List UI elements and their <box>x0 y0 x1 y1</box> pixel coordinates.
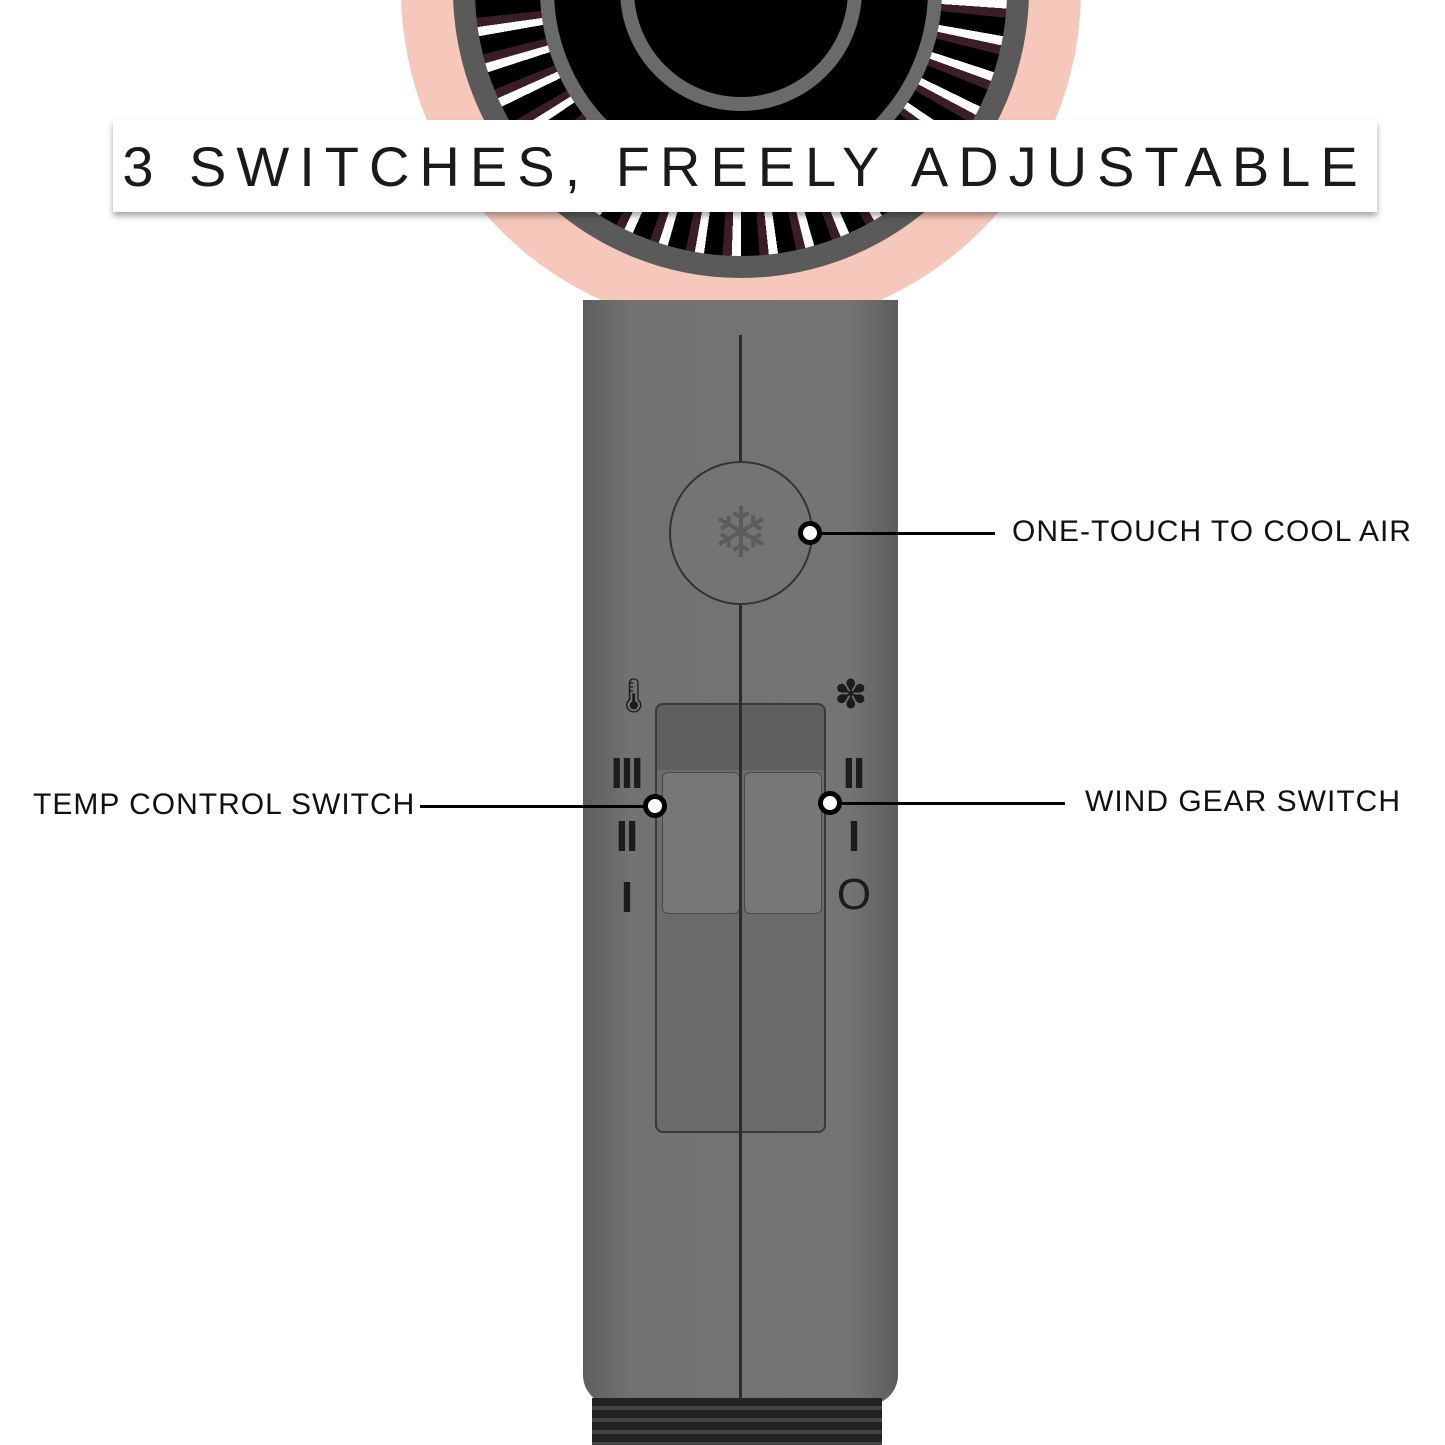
dryer-cord-collar <box>592 1398 882 1445</box>
cool-callout-label: ONE-TOUCH TO COOL AIR <box>1012 515 1412 548</box>
wind-switch-slider[interactable] <box>744 772 822 914</box>
temp-mark-1: I <box>620 873 633 922</box>
cool-callout-dot <box>798 521 822 545</box>
temp-mark-2: II <box>615 812 638 861</box>
thermometer-icon: 🌡 <box>612 677 656 715</box>
wind-mark-off: O <box>836 870 871 919</box>
temp-mark-3: III <box>610 749 644 798</box>
headline-banner: 3 SWITCHES, FREELY ADJUSTABLE <box>113 120 1377 212</box>
wind-callout-dot <box>818 791 842 815</box>
temp-callout-label: TEMP CONTROL SWITCH <box>33 788 416 821</box>
temp-switch-slider[interactable] <box>662 772 740 914</box>
wind-callout-line <box>835 802 1065 805</box>
wind-mark-2: II <box>842 749 865 798</box>
cool-air-button[interactable]: ❄ <box>669 461 813 605</box>
headline-title: 3 SWITCHES, FREELY ADJUSTABLE <box>122 134 1368 198</box>
handle-seam <box>739 335 742 1400</box>
fan-icon: ✽ <box>834 673 868 717</box>
wind-callout-label: WIND GEAR SWITCH <box>1085 785 1401 818</box>
cool-callout-line <box>815 532 995 535</box>
wind-mark-1: I <box>847 812 860 861</box>
snowflake-icon: ❄ <box>711 494 771 572</box>
temp-callout-line <box>420 805 645 808</box>
temp-callout-dot <box>643 794 667 818</box>
